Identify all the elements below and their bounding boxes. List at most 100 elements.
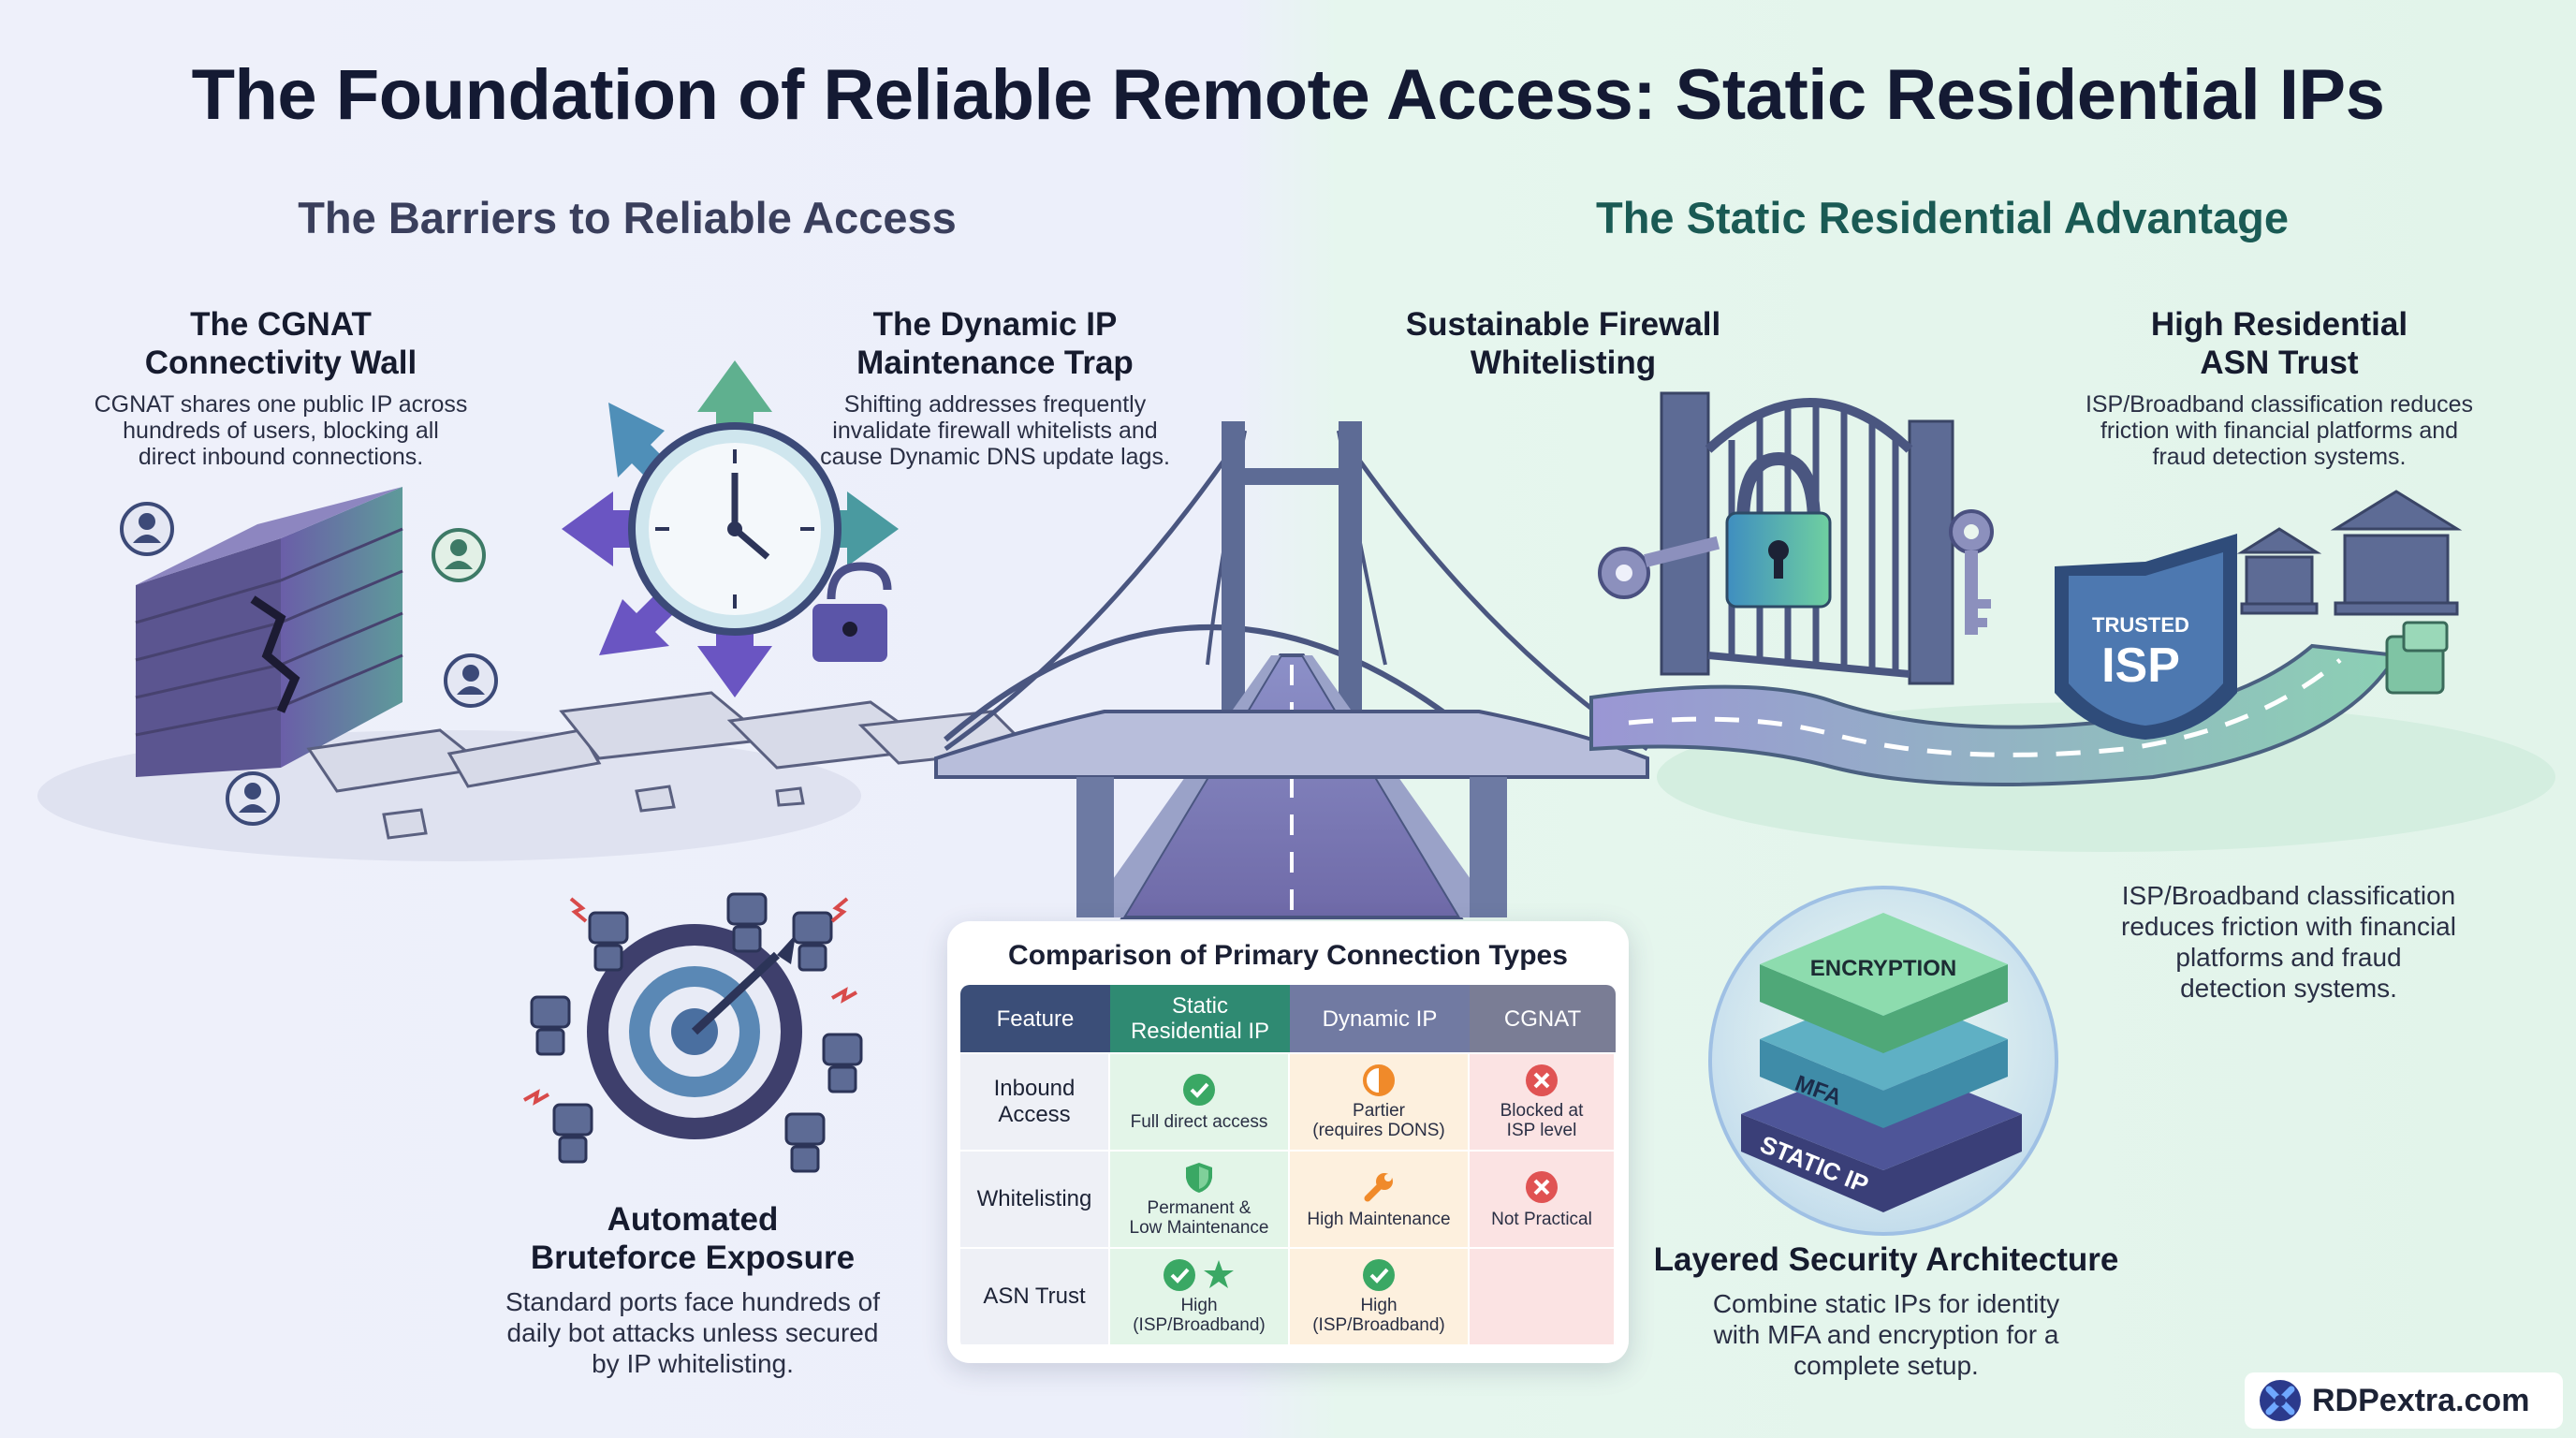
bruteforce-desc-line: daily bot attacks unless secured (506, 1318, 879, 1347)
cross-icon (1526, 1170, 1558, 1203)
user-avatar-icon (444, 653, 498, 708)
cgnat-title-line: The CGNAT (190, 306, 372, 343)
dynamic-ip-desc-line: cause Dynamic DNS update lags. (820, 444, 1170, 470)
table-row-label-line: ASN Trust (983, 1284, 1086, 1309)
table-cell-text: Blocked at (1500, 1101, 1584, 1121)
broken-path-illustration (306, 691, 1033, 840)
cgnat-section: The CGNAT Connectivity Wall CGNAT shares… (75, 305, 487, 470)
table-cell-text: Partier (1353, 1101, 1405, 1121)
table-header-cgnat: CGNAT (1470, 985, 1616, 1052)
check-icon (1164, 1259, 1195, 1291)
logo-text: RDPextra.com (2312, 1382, 2530, 1418)
check-icon (1363, 1259, 1395, 1291)
bruteforce-title-line: Bruteforce Exposure (530, 1240, 856, 1276)
table-cell-text: (ISP/Broadband) (1312, 1315, 1445, 1335)
bank-icon (2236, 527, 2322, 615)
table-row-label: ASN Trust (960, 1247, 1110, 1344)
table-cell-text: High (1180, 1296, 1218, 1315)
asn-desc-line: ISP/Broadband classification reduces (2085, 391, 2474, 418)
firewall-title-line: Sustainable Firewall (1405, 306, 1721, 343)
key-icon (1949, 509, 1994, 635)
table-title: Comparison of Primary Connection Types (1008, 940, 1568, 971)
bruteforce-title-line: Automated (607, 1201, 779, 1238)
cross-icon (1526, 1064, 1558, 1096)
table-cell-text: High Maintenance (1307, 1209, 1451, 1229)
firewall-section: Sustainable Firewall Whitelisting (1385, 305, 1741, 382)
attack-bot-icon (552, 1103, 593, 1164)
left-section-header: The Barriers to Reliable Access (298, 193, 957, 242)
bruteforce-section: Automated Bruteforce Exposure Standard p… (468, 1200, 917, 1379)
table-cell: Not Practical (1470, 1150, 1616, 1247)
attack-bot-icon (784, 1112, 826, 1173)
trusted-isp-shield-icon: TRUSTED ISP (2055, 534, 2237, 740)
dynamic-ip-section: The Dynamic IP Maintenance Trap Shifting… (803, 305, 1187, 470)
cgnat-wall-illustration (135, 487, 403, 777)
asn-trust-section: High Residential ASN Trust ISP/Broadband… (2059, 305, 2499, 470)
check-icon (1183, 1073, 1215, 1106)
layered-security-section: Layered Security Architecture Combine st… (1629, 1240, 2144, 1381)
table-row-label-line: Inbound (993, 1076, 1076, 1101)
table-row-label: Inbound Access (960, 1052, 1110, 1150)
dynamic-ip-title-line: The Dynamic IP (872, 306, 1118, 343)
wrench-icon (1364, 1172, 1393, 1201)
table-row-label-line: Whitelisting (976, 1186, 1092, 1211)
table-cell: Full direct access (1110, 1052, 1290, 1150)
cgnat-desc-line: direct inbound connections. (138, 444, 424, 470)
partial-icon (1363, 1064, 1395, 1096)
dynamic-ip-desc-line: invalidate firewall whitelists and (832, 418, 1158, 444)
table-cell: High (ISP/Broadband) (1110, 1247, 1290, 1344)
table-cell-text: Permanent & (1147, 1198, 1251, 1218)
dynamic-ip-desc-line: Shifting addresses frequently (843, 391, 1147, 418)
table-header-static-line: Residential IP (1130, 1019, 1270, 1044)
data-server-icon (2385, 621, 2449, 695)
bruteforce-target-illustration (587, 924, 802, 1139)
table-header-feature: Feature (960, 985, 1110, 1052)
table-cell: Blocked at ISP level (1470, 1052, 1616, 1150)
asn-repeat-line: reduces friction with financial (2121, 912, 2456, 941)
layered-title: Layered Security Architecture (1653, 1241, 2119, 1278)
asn-desc-line: fraud detection systems. (2152, 444, 2407, 470)
bruteforce-desc-line: Standard ports face hundreds of (505, 1287, 881, 1316)
key-icon (1598, 536, 1720, 599)
attack-bot-icon (726, 892, 768, 953)
bridge-illustration (934, 421, 1649, 919)
shield-isp-label: ISP (2101, 638, 2180, 693)
bruteforce-desc-line: by IP whitelisting. (592, 1349, 794, 1378)
bank-icon (2330, 490, 2463, 616)
table-cell-text: Low Maintenance (1129, 1218, 1269, 1238)
asn-repeat-line: detection systems. (2180, 974, 2397, 1003)
layered-desc-line: Combine static IPs for identity (1712, 1289, 2060, 1318)
table-cell: High Maintenance (1290, 1150, 1470, 1247)
comparison-table-card: Comparison of Primary Connection Types F… (947, 921, 1629, 1363)
table-header-static-line: Static (1171, 993, 1228, 1019)
shield-trusted-label: TRUSTED (2092, 613, 2189, 637)
table-cell-text: (requires DONS) (1312, 1121, 1445, 1140)
cgnat-title-line: Connectivity Wall (144, 345, 417, 381)
table-cell-text: High (1360, 1296, 1398, 1315)
attack-bot-icon (822, 1033, 863, 1093)
table-row-label: Whitelisting (960, 1150, 1110, 1247)
firewall-title-line: Whitelisting (1470, 345, 1657, 381)
rdpextra-logo-icon (2260, 1380, 2301, 1421)
asn-desc-line: friction with financial platforms and (2100, 418, 2459, 444)
unlocked-padlock-icon (812, 562, 892, 662)
table-cell: High (ISP/Broadband) (1290, 1247, 1470, 1344)
asn-title-line: ASN Trust (2200, 345, 2359, 381)
table-cell: Permanent & Low Maintenance (1110, 1150, 1290, 1247)
table-row-label-line: Access (998, 1102, 1071, 1127)
user-avatar-icon (120, 502, 174, 556)
asn-repeat-line: platforms and fraud (2175, 943, 2402, 972)
table-cell-text: ISP level (1506, 1121, 1577, 1140)
table-cell: Partier (requires DONS) (1290, 1052, 1470, 1150)
table-cell-text: Full direct access (1130, 1111, 1268, 1132)
table-cell-text: Not Practical (1491, 1209, 1592, 1229)
brand-logo[interactable]: RDPextra.com (2245, 1372, 2563, 1429)
table-cell-empty (1470, 1247, 1616, 1344)
attack-bot-icon (530, 995, 571, 1056)
layer-encryption-label: ENCRYPTION (1810, 956, 1956, 981)
user-avatar-icon (226, 771, 280, 826)
main-title: The Foundation of Reliable Remote Access… (191, 55, 2385, 135)
